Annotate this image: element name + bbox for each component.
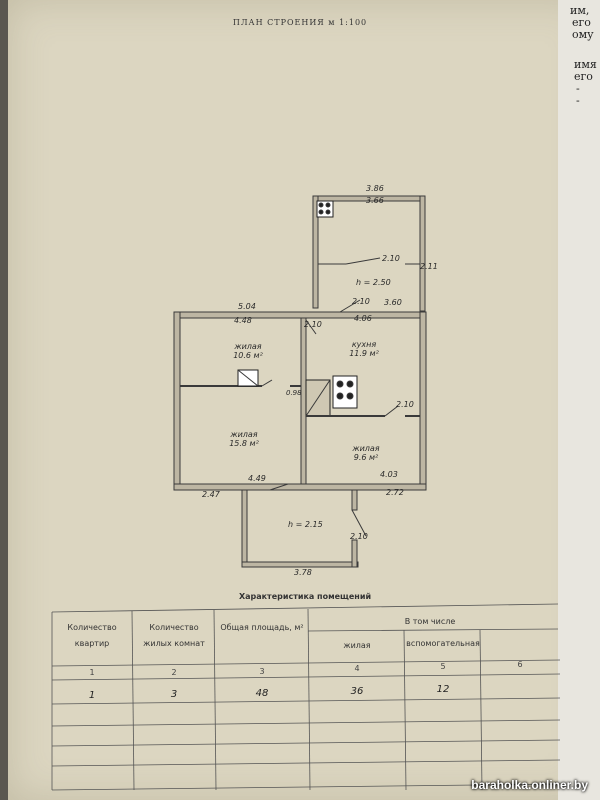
dim-label: 0.98: [286, 389, 302, 397]
cell-rooms: 3: [170, 689, 178, 700]
dim-label: 3.66: [366, 196, 384, 205]
dim-label: 4.49: [248, 474, 266, 483]
dim-label: 3.78: [294, 568, 312, 577]
room-living-3: жилая 9.6 м²: [336, 444, 396, 462]
dim-label: 2.10: [350, 532, 368, 541]
cell-flats: 1: [88, 690, 96, 701]
dim-label: 2.47: [202, 490, 220, 499]
col-number: 6: [517, 660, 523, 669]
header-incl: В том числе: [404, 617, 456, 626]
document-sheet: [8, 0, 592, 800]
edge-text: им,: [570, 4, 590, 17]
col-number: 4: [354, 664, 360, 673]
room-name: жилая: [234, 342, 262, 351]
dim-label: 2.10: [382, 254, 400, 263]
edge-text: ому: [572, 28, 594, 41]
edge-text: его: [574, 70, 593, 83]
room-kitchen: кухня 11.9 м²: [334, 340, 394, 358]
dim-label: 4.48: [234, 316, 252, 325]
room-area: 9.6 м²: [353, 453, 379, 462]
header-rooms: Количество жилых комнат: [143, 623, 205, 648]
edge-text: имя: [574, 58, 597, 71]
dim-label: 4.06: [354, 314, 372, 323]
room-area: 15.8 м²: [229, 439, 259, 448]
dim-label: 3.60: [384, 298, 402, 307]
plan-walls: [173, 195, 427, 568]
cell-area: 48: [255, 688, 269, 699]
header-flats: Количество квартир: [67, 623, 117, 648]
header-aux: вспомогательная: [406, 639, 480, 648]
cell-living: 36: [350, 686, 364, 697]
header-living: жилая: [343, 641, 371, 650]
dim-label: 3.86: [366, 184, 384, 193]
next-page-edge: им, его ому имя его - -: [558, 0, 600, 800]
room-living-1: жилая 10.6 м²: [218, 342, 278, 360]
edge-text: -: [576, 94, 580, 107]
room-name: жилая: [230, 430, 258, 439]
col-number: 3: [259, 667, 265, 676]
dim-label: 4.03: [380, 470, 398, 479]
dim-label: 2.10: [352, 297, 370, 306]
table-title: Характеристика помещений: [238, 592, 372, 601]
dim-label: 2.10: [304, 320, 322, 329]
table-grid: [51, 603, 561, 791]
edge-text: -: [576, 82, 580, 95]
dim-label: 2.72: [386, 488, 404, 497]
plan-title: ПЛАН СТРОЕНИЯ м 1:100: [232, 18, 368, 27]
room-area: 10.6 м²: [233, 351, 263, 360]
header-area: Общая площадь, м²: [220, 623, 304, 632]
room-name: кухня: [351, 340, 377, 349]
room-area: 11.9 м²: [349, 349, 379, 358]
dim-label: 2.11: [420, 262, 438, 271]
room-living-2: жилая 15.8 м²: [214, 430, 274, 448]
dim-label: 5.04: [238, 302, 256, 311]
dim-label: 2.10: [396, 400, 414, 409]
room-name: жилая: [352, 444, 380, 453]
col-number: 5: [440, 662, 446, 671]
col-number: 1: [89, 668, 95, 677]
col-number: 2: [171, 668, 177, 677]
dim-label: h = 2.15: [288, 520, 323, 529]
edge-text: его: [572, 16, 591, 29]
dim-label: h = 2.50: [356, 278, 391, 287]
watermark: baraholka.onliner.by: [471, 778, 588, 792]
cell-aux: 12: [436, 684, 450, 695]
